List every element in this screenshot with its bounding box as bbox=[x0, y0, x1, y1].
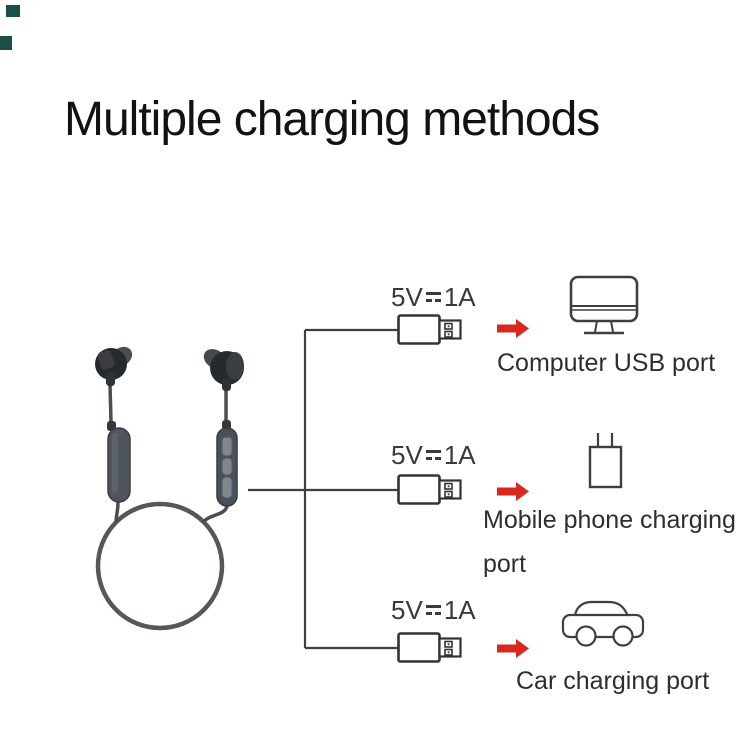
row-caption: Car charging port bbox=[516, 667, 710, 695]
usb-spec-label: 5V 1A bbox=[391, 440, 476, 471]
dc-symbol-icon bbox=[425, 292, 441, 303]
arrow-right-icon bbox=[497, 482, 529, 501]
computer-monitor-icon bbox=[569, 275, 639, 335]
arrow-right-icon bbox=[497, 319, 529, 338]
row-caption: Computer USB port bbox=[497, 349, 716, 377]
right-housing-shell bbox=[226, 352, 244, 380]
volts-text: 5V bbox=[391, 282, 423, 312]
volume-down-button bbox=[221, 476, 233, 499]
right-stem bbox=[222, 378, 231, 391]
multifunction-button bbox=[221, 457, 233, 476]
usb-spec-label: 5V 1A bbox=[391, 282, 476, 313]
battery-module bbox=[107, 421, 131, 503]
dc-symbol-icon bbox=[425, 605, 441, 616]
row-caption: Mobile phone charging port bbox=[483, 506, 736, 578]
dc-symbol-icon bbox=[425, 450, 441, 461]
usb-plug-icon bbox=[397, 632, 462, 663]
amps-text: 1A bbox=[443, 440, 476, 470]
volts-text: 5V bbox=[391, 595, 423, 625]
car-icon bbox=[561, 600, 645, 647]
right-earbud bbox=[203, 349, 244, 391]
branch-lines bbox=[248, 328, 398, 650]
page-title: Multiple charging methods bbox=[64, 93, 600, 146]
usb-plug-icon bbox=[397, 474, 462, 505]
left-stem bbox=[106, 373, 115, 386]
volts-text: 5V bbox=[391, 440, 423, 470]
usb-spec-label: 5V 1A bbox=[391, 595, 476, 626]
left-housing-face bbox=[97, 350, 115, 370]
usb-plug-icon bbox=[397, 314, 462, 345]
neckband-earphones-illustration bbox=[95, 346, 244, 631]
cable-loop bbox=[95, 501, 225, 631]
volume-up-button bbox=[221, 436, 233, 457]
arrow-right-icon bbox=[497, 639, 529, 658]
amps-text: 1A bbox=[443, 595, 476, 625]
amps-text: 1A bbox=[443, 282, 476, 312]
right-wire-lower bbox=[201, 505, 229, 525]
artifact-mark bbox=[0, 36, 12, 50]
left-module-highlight bbox=[112, 433, 118, 493]
left-wire-lower bbox=[114, 501, 120, 524]
artifact-mark bbox=[6, 5, 20, 17]
remote-control-module bbox=[216, 420, 238, 507]
left-earbud bbox=[95, 346, 133, 386]
phone-wall-charger-icon bbox=[588, 433, 623, 489]
